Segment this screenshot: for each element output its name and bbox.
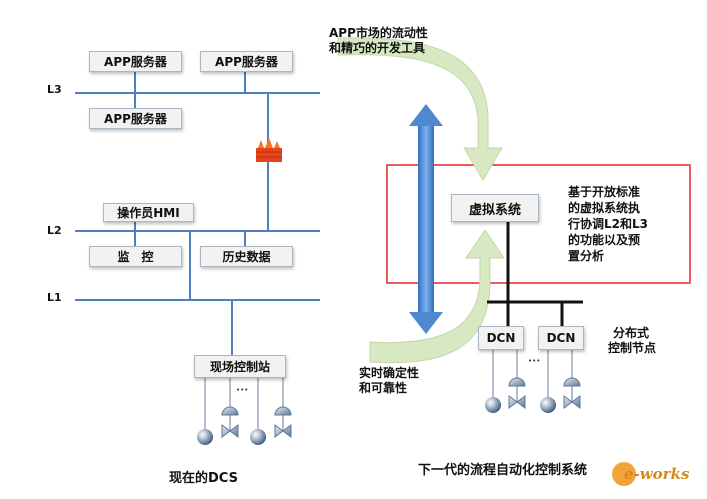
l1-bus bbox=[75, 299, 320, 355]
dcn-valve-icon bbox=[508, 377, 581, 409]
history-box: 历史数据 bbox=[200, 246, 293, 267]
desc-line2: 的虚拟系统执 bbox=[568, 201, 641, 215]
level-l1-label: L1 bbox=[47, 291, 62, 304]
desc-line3: 行协调L2和L3 bbox=[568, 217, 648, 231]
app-server-box: APP服务器 bbox=[89, 51, 182, 72]
hmi-box: 操作员HMI bbox=[103, 203, 194, 222]
dcn-box-1: DCN bbox=[478, 326, 524, 350]
desc-line5: 置分析 bbox=[568, 249, 605, 263]
virtual-system-frame bbox=[386, 164, 691, 284]
field-sensor-icon bbox=[197, 429, 266, 445]
firewall-icon bbox=[256, 138, 282, 162]
ellipsis: ••• bbox=[236, 386, 249, 394]
bottom-note-line1: 实时确定性 bbox=[359, 366, 420, 380]
dcn-sensor-icon bbox=[485, 397, 556, 413]
valve-icon bbox=[221, 406, 292, 438]
blue-double-arrow bbox=[409, 104, 443, 334]
dcn-field-lines bbox=[492, 350, 573, 398]
field-station-box: 现场控制站 bbox=[194, 355, 286, 378]
l2-bus bbox=[75, 162, 320, 300]
app-server-box: APP服务器 bbox=[89, 108, 182, 129]
bottom-note-line2: 和可靠性 bbox=[359, 381, 408, 395]
virtual-system-box: 虚拟系统 bbox=[451, 194, 539, 222]
l3-bus bbox=[75, 72, 320, 148]
logo-circle-icon bbox=[612, 462, 636, 486]
monitor-box: 监 控 bbox=[89, 246, 182, 267]
app-server-box: APP服务器 bbox=[200, 51, 293, 72]
desc-line1: 基于开放标准 bbox=[568, 185, 641, 199]
dcn-ellipsis: ••• bbox=[528, 357, 541, 365]
desc-line4: 的功能以及预 bbox=[568, 233, 641, 247]
level-l3-label: L3 bbox=[47, 83, 62, 96]
top-note-line1: APP市场的流动性 bbox=[329, 26, 428, 40]
left-caption: 现在的DCS bbox=[169, 471, 238, 486]
logo-text: e-works bbox=[624, 465, 690, 483]
top-note-line2: 和精巧的开发工具 bbox=[329, 41, 426, 55]
watermark-logo: e-works bbox=[612, 462, 700, 488]
nodes-line1: 分布式 bbox=[613, 326, 650, 340]
nodes-line2: 控制节点 bbox=[608, 341, 657, 355]
level-l2-label: L2 bbox=[47, 224, 62, 237]
right-caption: 下一代的流程自动化控制系统 bbox=[418, 463, 588, 478]
green-arrow-bottom bbox=[369, 229, 505, 364]
dcn-bus bbox=[487, 222, 583, 326]
green-arrow-top bbox=[337, 37, 503, 181]
dcn-box-2: DCN bbox=[538, 326, 584, 350]
